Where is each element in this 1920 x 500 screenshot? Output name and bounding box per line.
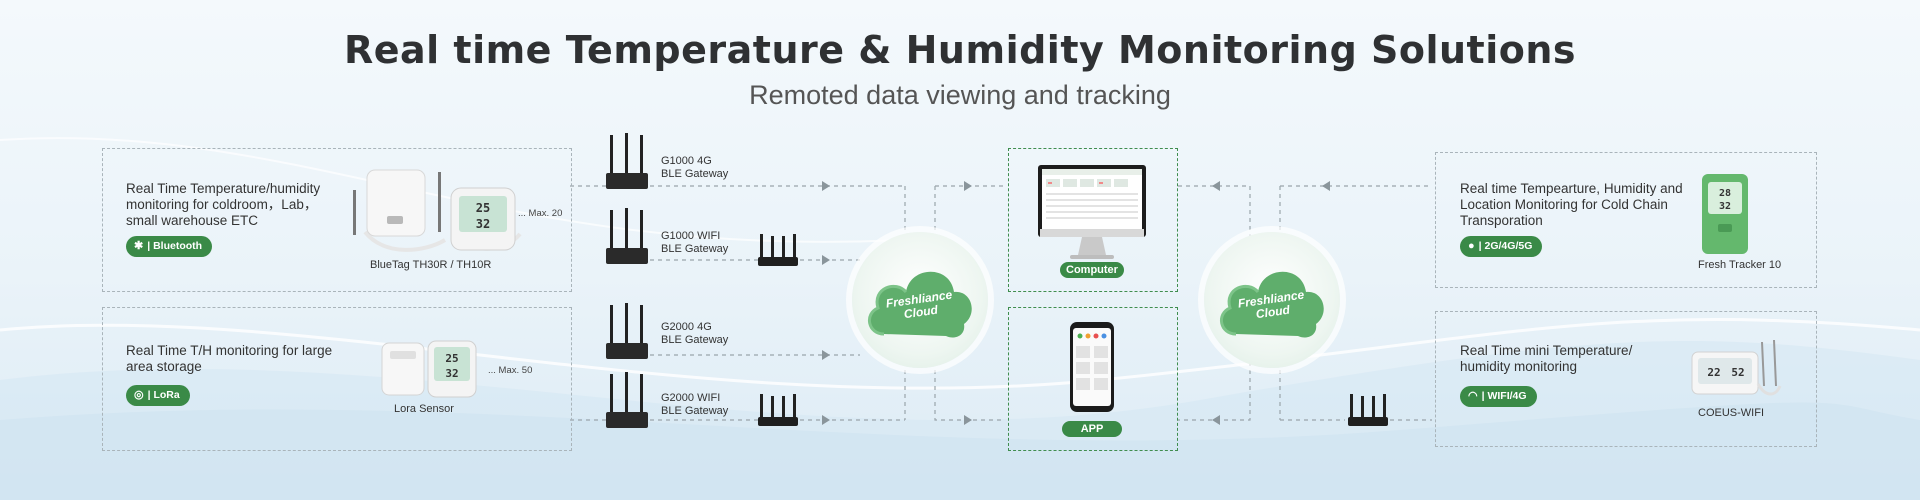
bluetooth-max-note: ... Max. 20 — [518, 208, 563, 219]
wifi-panel-description: Real Time mini Temperature/ humidity mon… — [1460, 343, 1633, 374]
g1000-4g-gateway-icon — [606, 133, 648, 189]
fresh-tracker-image: 28 32 — [1702, 174, 1748, 254]
cloud-icon — [1220, 271, 1324, 338]
lora-badge: ◎| LoRa — [126, 385, 190, 406]
lora-panel — [102, 307, 572, 451]
coeus-hum-readout: 52 — [1731, 366, 1744, 379]
fresh-tracker-label: Fresh Tracker 10 — [1698, 259, 1782, 271]
tracker-hum-readout: 32 — [1719, 201, 1731, 212]
wifi-router-icon — [758, 394, 798, 426]
bluetag-sensors-image: 25 32 — [353, 169, 522, 252]
app-label: APP — [1062, 421, 1122, 437]
lora-max-note: ... Max. 50 — [488, 365, 533, 376]
coeus-temp-readout: 22 — [1707, 366, 1720, 379]
app-endpoint-box — [1008, 307, 1178, 451]
g2000-wifi-gateway-icon — [606, 372, 648, 428]
cellular-tracker-panel — [1435, 152, 1817, 288]
wifi-router-icon — [1348, 394, 1388, 426]
location-pin-icon: ● — [1468, 240, 1475, 252]
lora-hum-readout: 32 — [445, 367, 458, 380]
computer-label: Computer — [1060, 262, 1124, 278]
lora-icon: ◎ — [134, 389, 144, 401]
page-subtitle: Remoted data viewing and tracking — [749, 80, 1171, 110]
wifi-router-icon — [758, 234, 798, 266]
cloud-icon — [868, 271, 972, 338]
wifi-badge: ◠| WIFI/4G — [1460, 386, 1537, 407]
tracker-temp-readout: 28 — [1719, 188, 1731, 199]
bluetooth-badge: ✱| Bluetooth — [126, 236, 213, 257]
bluetag-temp-readout: 25 — [476, 201, 490, 215]
lora-panel-description: Real Time T/H monitoring for large area … — [126, 343, 333, 374]
cellular-panel-description: Real time Tempearture, Humidity and Loca… — [1460, 181, 1683, 228]
computer-monitor-icon — [1038, 165, 1146, 259]
coeus-wifi-label: COEUS-WIFI — [1698, 407, 1764, 419]
bluetooth-icon: ✱ — [134, 240, 144, 252]
page-title: Real time Temperature & Humidity Monitor… — [343, 28, 1577, 72]
coeus-wifi-image: 22 52 — [1691, 339, 1782, 396]
bluetooth-panel — [102, 148, 572, 292]
lora-sensors-image: 25 32 — [381, 340, 477, 398]
wifi-panel — [1435, 311, 1817, 447]
computer-endpoint-box — [1008, 148, 1178, 292]
smartphone-icon — [1070, 322, 1114, 412]
g2000-4g-gateway-icon — [606, 303, 648, 359]
g1000-wifi-gateway-icon — [606, 208, 648, 264]
bluetooth-panel-description: Real Time Temperature/humidity monitorin… — [126, 181, 321, 228]
lora-temp-readout: 25 — [445, 352, 458, 365]
bluetag-hum-readout: 32 — [476, 217, 490, 231]
bluetag-device-label: BlueTag TH30R / TH10R — [370, 259, 492, 271]
lora-device-label: Lora Sensor — [394, 403, 454, 415]
wifi-icon: ◠ — [1468, 390, 1478, 402]
cellular-badge: ●| 2G/4G/5G — [1460, 236, 1543, 257]
